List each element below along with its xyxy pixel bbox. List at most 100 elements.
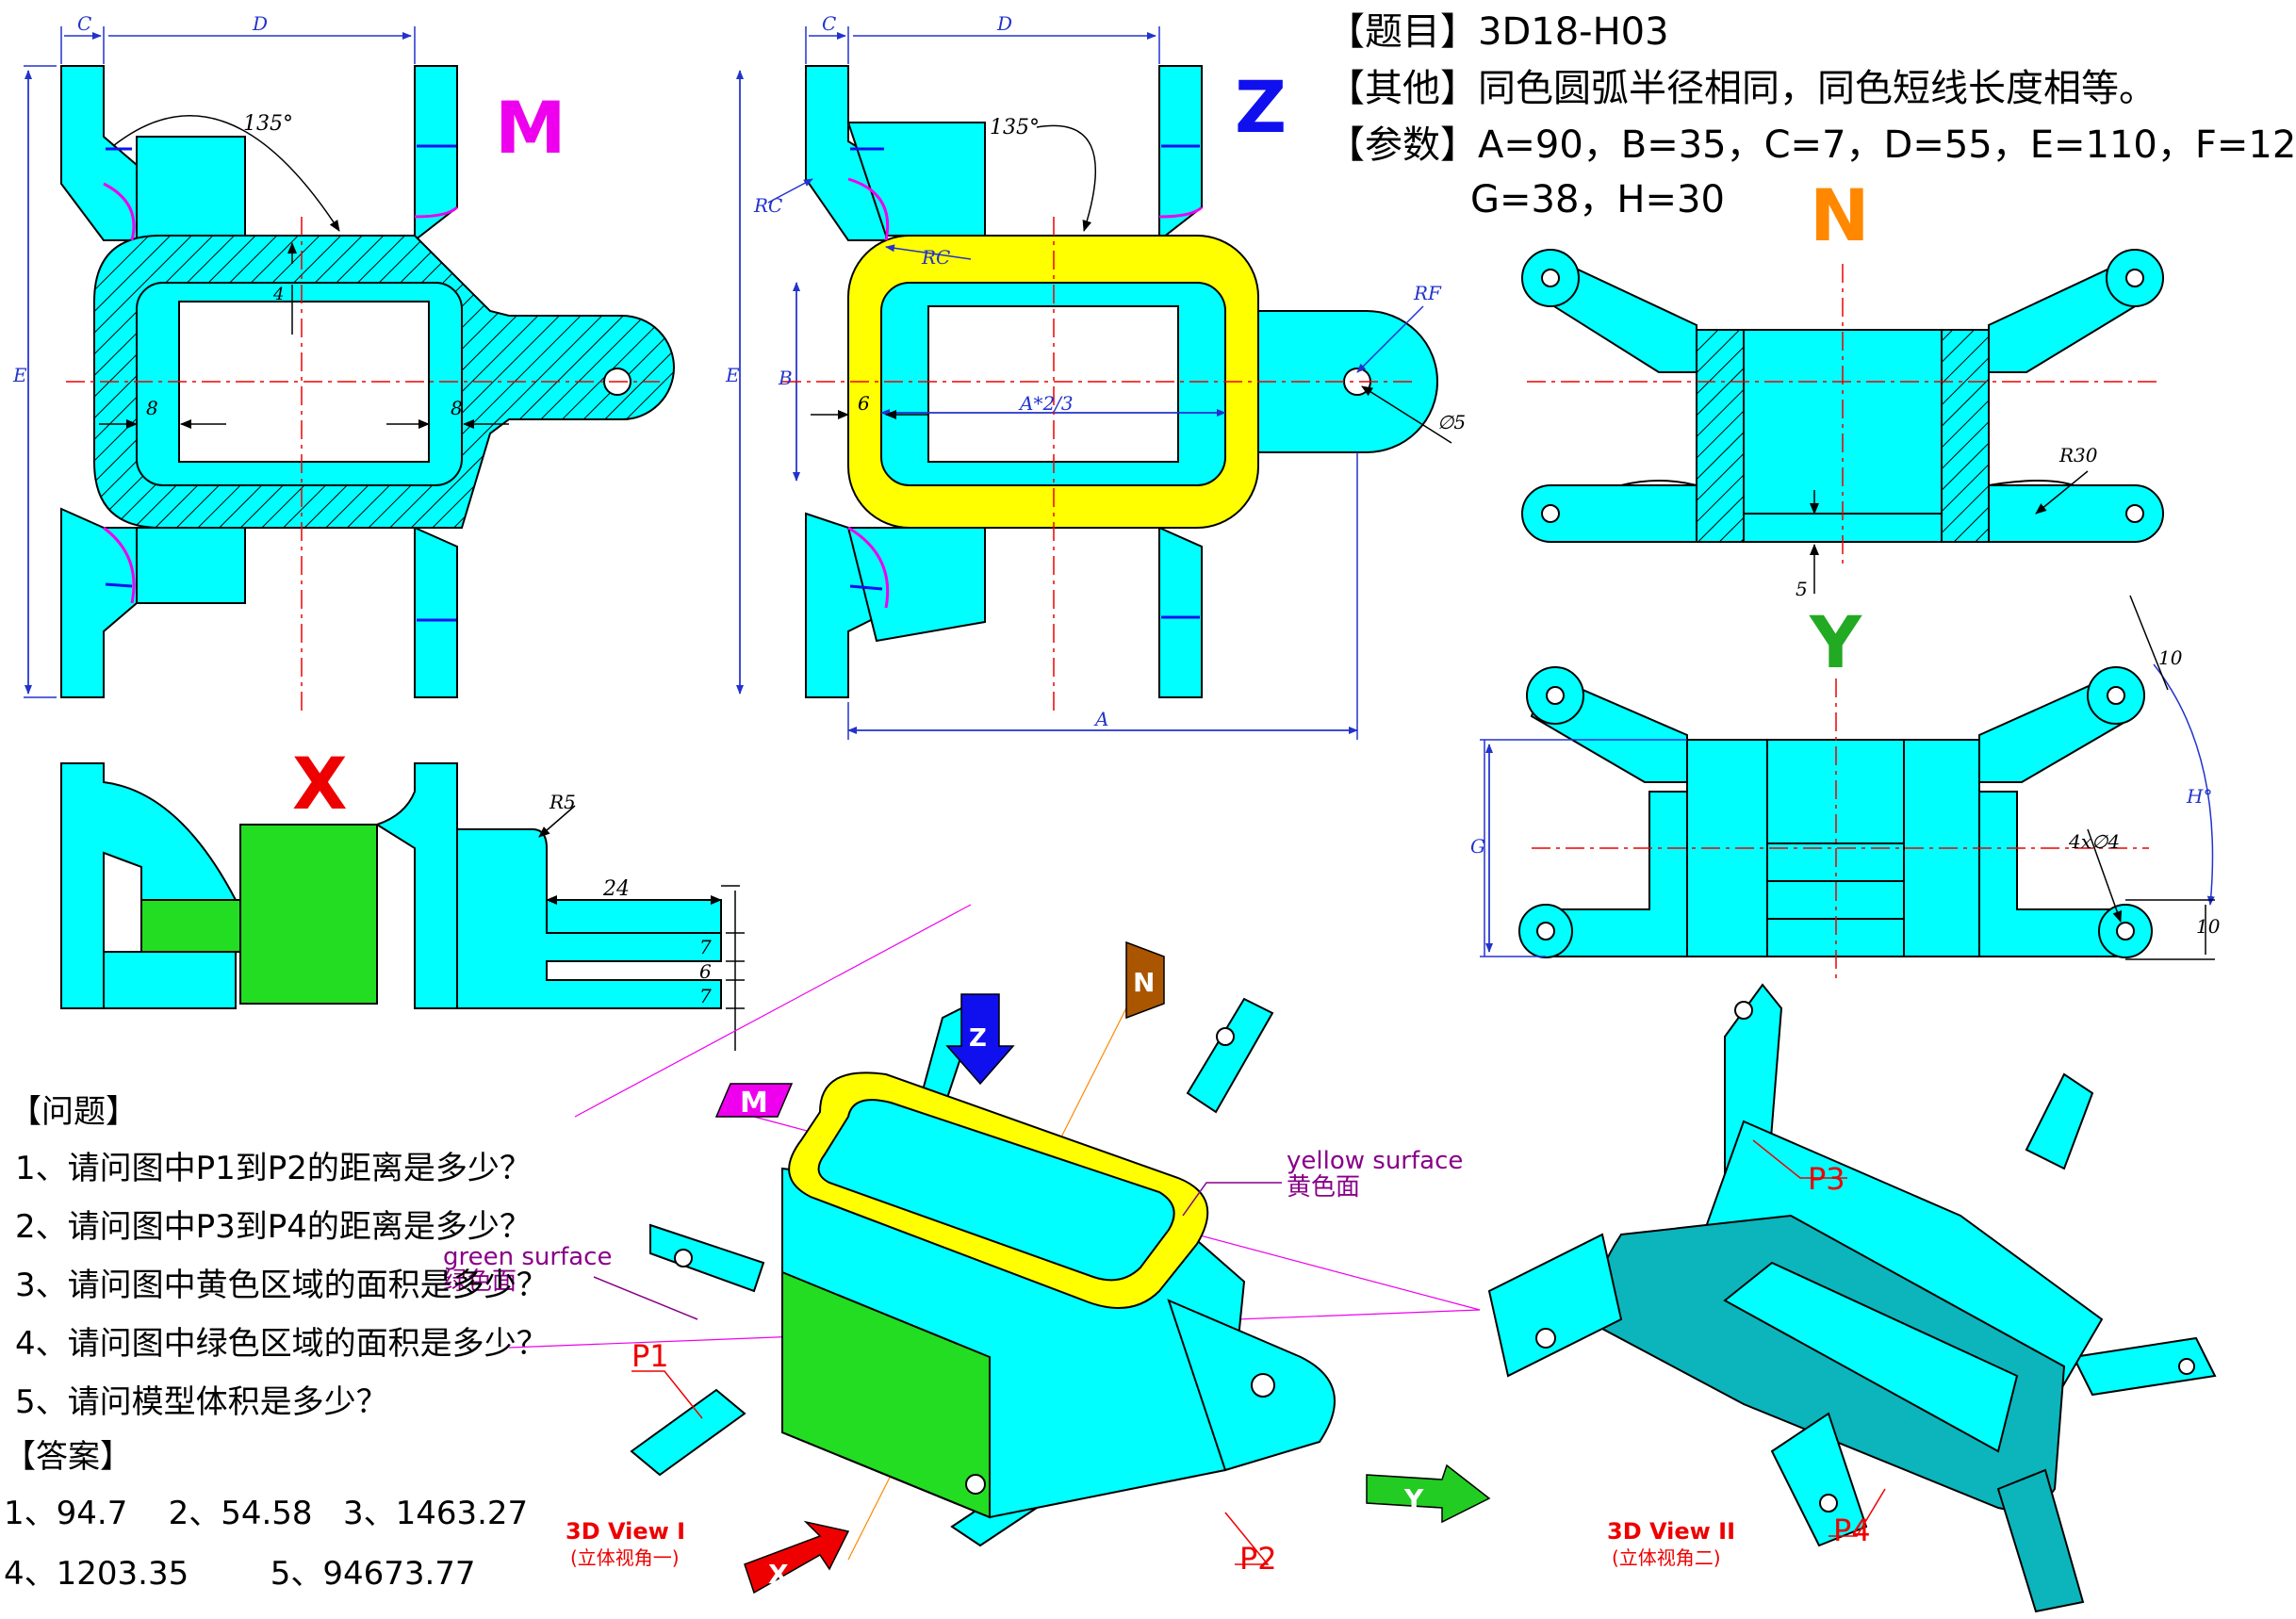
title-line: 【题目】3D18-H03 xyxy=(1327,13,1669,51)
m-dim-135: 135° xyxy=(243,112,293,136)
view-label-n: N xyxy=(1810,173,1870,257)
iso2-inner-wall xyxy=(1723,1261,2019,1453)
x-dim-7-top: 7 xyxy=(699,936,712,958)
callout-yellow-en: yellow surface xyxy=(1287,1147,1463,1175)
params-line-2: G=38，H=30 xyxy=(1470,181,1725,219)
x-dim-r5: R5 xyxy=(549,791,576,813)
params-value-1: A=90，B=35，C=7，D=55，E=110，F=12 xyxy=(1478,123,2296,167)
z-dimensions xyxy=(736,26,1452,740)
y-center-block xyxy=(1686,739,1980,957)
iso2-title: 3D View II xyxy=(1607,1518,1735,1545)
z-arm-bottom-right xyxy=(1158,526,1203,698)
view-label-m: M xyxy=(495,86,566,170)
iso1-green-face xyxy=(781,1270,991,1519)
m-rib-top xyxy=(136,136,246,241)
callout-p3: P3 xyxy=(1808,1161,1845,1197)
callout-p4: P4 xyxy=(1833,1513,1871,1548)
iso1-marker-n-label: N xyxy=(1133,967,1155,998)
z-dim-rc-outer: RC xyxy=(753,194,782,217)
iso2-left-tab xyxy=(1487,1233,1623,1378)
iso1-marker-m-label: M xyxy=(740,1087,768,1120)
drawing-sheet: C D E 135° 4 8 8 M xyxy=(12,12,2221,1613)
answers-heading: 【答案】 xyxy=(4,1438,132,1476)
n-hatch-right xyxy=(1941,329,1990,543)
x-dim-7-bottom: 7 xyxy=(699,985,712,1007)
m-dim-8-left: 8 xyxy=(146,397,158,419)
y-dim-holes: 4x∅4 xyxy=(2068,830,2120,853)
question-1: 1、请问图中P1到P2的距离是多少？ xyxy=(15,1150,532,1187)
callout-p2: P2 xyxy=(1239,1541,1277,1577)
m-rib-bottom xyxy=(136,527,246,604)
z-dim-rf: RF xyxy=(1413,282,1442,304)
view-n xyxy=(1521,249,2164,594)
iso2-front-leg xyxy=(1770,1412,1868,1547)
question-3: 3、请问图中黄色区域的面积是多少？ xyxy=(15,1267,549,1304)
z-dim-dia5: ∅5 xyxy=(1437,411,1466,433)
x-arm-right xyxy=(374,762,458,1009)
iso2-bottom-leg xyxy=(1996,1468,2085,1613)
answers-line-2: 4、1203.35 5、94673.77 xyxy=(4,1555,476,1593)
iso-view-2 xyxy=(1487,983,2217,1613)
m-blue-marks xyxy=(105,144,456,622)
m-dim-4: 4 xyxy=(272,285,284,304)
iso1-marker-x xyxy=(744,1520,850,1594)
iso2-callout-lines xyxy=(1752,1139,1886,1537)
m-fillet-arcs xyxy=(103,182,459,604)
iso2-side-leg xyxy=(2072,1336,2217,1397)
m-arm-bottom-right xyxy=(414,526,458,698)
callout-green-cn: 绿色面 xyxy=(443,1267,517,1296)
x-dimensions xyxy=(538,805,745,1051)
m-dim-e: E xyxy=(12,364,27,386)
callout-green-en: green surface xyxy=(443,1243,612,1271)
iso1-callout-lines xyxy=(593,1182,1282,1565)
n-hatch-left xyxy=(1696,329,1745,543)
view-z xyxy=(805,65,1438,698)
callout-yellow-cn: 黄色面 xyxy=(1287,1173,1360,1202)
answers-line-1: 1、94.7 2、54.58 3、1463.27 xyxy=(4,1495,529,1532)
z-blue-marks xyxy=(849,144,1200,619)
iso1-title: 3D View I xyxy=(566,1518,685,1545)
z-dim-labels: C D E B A 135° RC RC RF 6 A*2/3 ∅5 xyxy=(725,12,1466,730)
m-dim-labels: C D E 135° 4 8 8 xyxy=(12,12,463,419)
y-dim-hdeg: H° xyxy=(2186,785,2212,808)
other-label: 【其他】 xyxy=(1327,67,1478,110)
iso1-opening xyxy=(817,1099,1175,1282)
callout-p1: P1 xyxy=(631,1338,669,1374)
params-label: 【参数】 xyxy=(1327,123,1478,167)
title-label: 【题目】 xyxy=(1327,10,1478,54)
x-dim-24: 24 xyxy=(602,877,630,901)
z-dim-b: B xyxy=(778,367,793,389)
m-arm-bottom-left xyxy=(60,507,138,698)
iso1-marker-z xyxy=(945,993,1015,1086)
other-line: 【其他】同色圆弧半径相同，同色短线长度相等。 xyxy=(1327,70,2157,107)
x-lug xyxy=(456,828,722,1009)
iso1-marker-z-label: Z xyxy=(969,1024,987,1053)
y-dim-g: G xyxy=(1470,835,1485,858)
iso1-leg-right-back xyxy=(1186,997,1274,1114)
question-5: 5、请问模型体积是多少？ xyxy=(15,1383,388,1421)
x-arm-left xyxy=(60,762,238,1009)
y-dim-10-bottom: 10 xyxy=(2196,915,2221,938)
z-dim-135: 135° xyxy=(990,116,1040,139)
question-4: 4、请问图中绿色区域的面积是多少？ xyxy=(15,1325,549,1363)
z-dim-d: D xyxy=(996,12,1012,35)
m-dim-8-right: 8 xyxy=(451,397,463,419)
m-dimensions xyxy=(24,26,660,716)
iso2-top-leg-right xyxy=(2025,1072,2094,1170)
view-x xyxy=(60,762,722,1009)
iso1-marker-y-label: Y xyxy=(1403,1483,1424,1514)
x-green-face xyxy=(239,824,378,1005)
x-lug-top xyxy=(546,899,722,934)
z-dim-rc-inner: RC xyxy=(921,246,950,269)
z-dim-c: C xyxy=(822,12,836,35)
iso-view-1 xyxy=(508,904,1481,1561)
n-fillet-left xyxy=(1620,480,1697,486)
y-dim-10-top: 10 xyxy=(2158,646,2183,669)
z-fillet-arcs xyxy=(847,177,1204,609)
n-dim-r30: R30 xyxy=(2058,444,2098,466)
questions-heading: 【问题】 xyxy=(9,1093,138,1131)
z-dim-e: E xyxy=(725,364,740,386)
m-dim-d: D xyxy=(252,12,268,35)
m-dim-c: C xyxy=(77,12,91,35)
iso1-marker-m xyxy=(714,1083,794,1118)
